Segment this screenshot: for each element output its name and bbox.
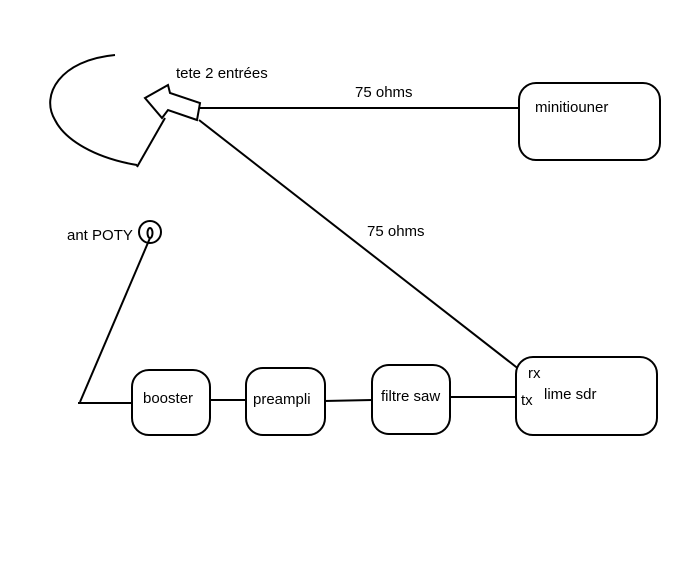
dish-support (136, 117, 166, 168)
dish-label: tete 2 entrées (176, 65, 268, 82)
antenna-core (146, 227, 154, 239)
cable-top-label: 75 ohms (355, 84, 413, 101)
minitiouner-label: minitiouner (535, 99, 609, 116)
lime-sdr-box (515, 356, 658, 436)
cable-diag-label: 75 ohms (367, 223, 425, 240)
rx-label: rx (528, 365, 541, 382)
antenna-feed (79, 237, 151, 403)
filtre-label: filtre saw (381, 388, 441, 405)
preampli-label: preampli (253, 391, 311, 408)
minitiouner-box (518, 82, 661, 161)
tx-label: tx (521, 392, 533, 409)
lime-label: lime sdr (544, 386, 597, 403)
cable-to-lime-rx (198, 119, 521, 371)
lnb-arrow (143, 83, 202, 122)
antenna-label: ant POTY (67, 227, 133, 244)
wire-preampli-filtre (323, 399, 373, 402)
preampli-box (245, 367, 326, 436)
dish-reflector (49, 54, 138, 166)
filtre-box (371, 364, 451, 435)
antenna-ring (138, 220, 162, 244)
booster-label: booster (143, 390, 194, 407)
booster-box (131, 369, 211, 436)
